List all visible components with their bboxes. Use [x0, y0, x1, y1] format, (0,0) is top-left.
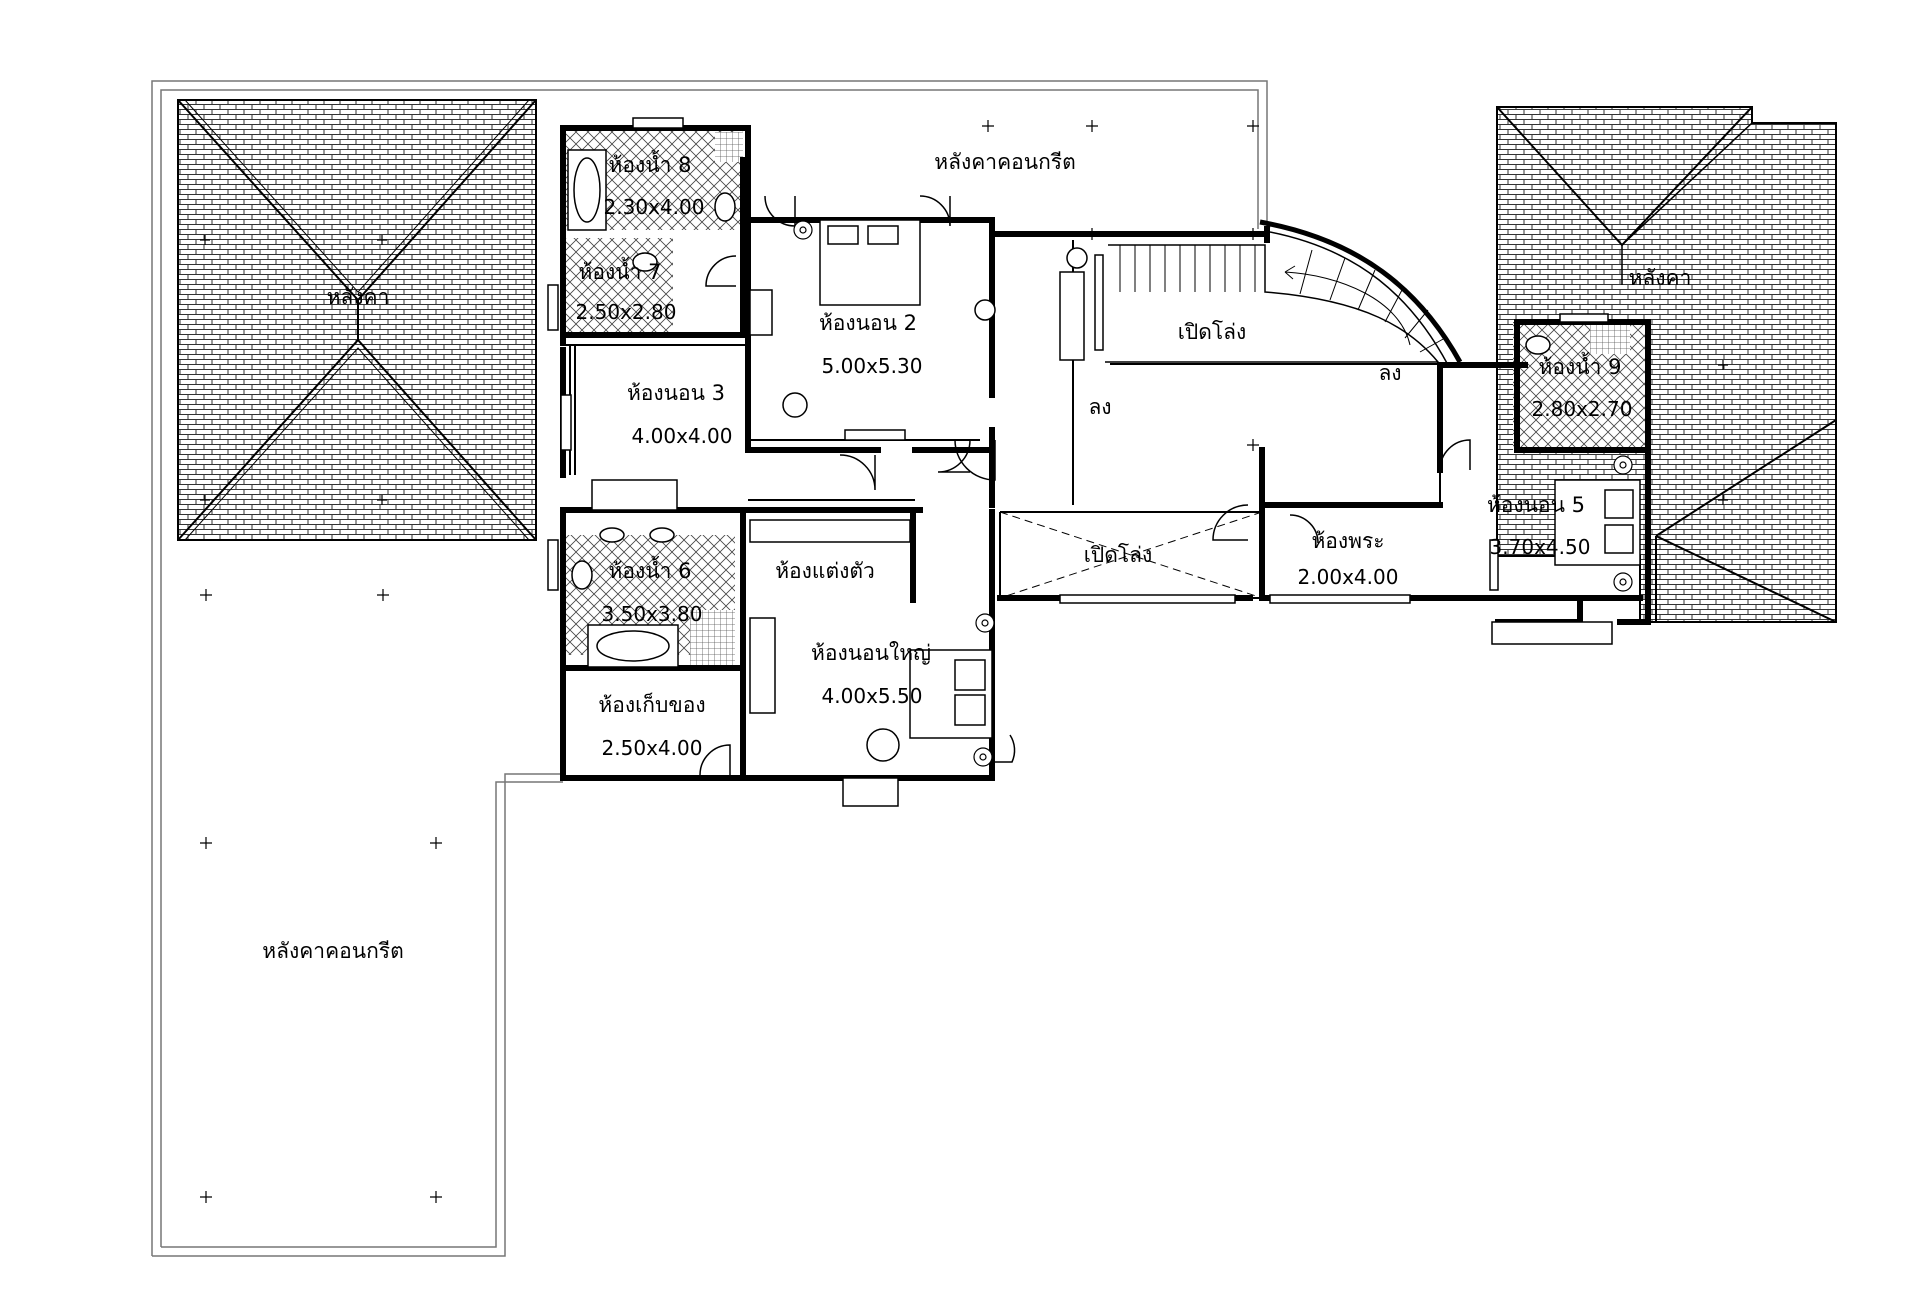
- roof-outline: [151, 80, 1268, 1257]
- shrine-name: ห้องพระ: [1311, 529, 1384, 553]
- ceiling-symbols: [793, 220, 1633, 767]
- stair-down-right-label: ลง: [1378, 361, 1401, 385]
- shrine-size: 2.00x4.00: [1298, 565, 1399, 589]
- fixtures: [567, 149, 1641, 762]
- void-labels: เปิดโล่ง เปิดโล่ง ลง ลง: [1084, 320, 1402, 567]
- bath7-size: 2.50x2.80: [576, 300, 677, 324]
- storage-name: ห้องเก็บของ: [598, 691, 705, 717]
- master-size: 4.00x5.50: [822, 684, 923, 708]
- storage-size: 2.50x4.00: [602, 736, 703, 760]
- left-roof-label: หลังคา: [327, 285, 390, 309]
- bath7-name: ห้องน้ำ 7: [579, 257, 662, 284]
- bath6-name: ห้องน้ำ 6: [609, 556, 692, 583]
- curved-staircase: [1105, 219, 1463, 366]
- master-name: ห้องนอนใหญ่: [811, 641, 931, 665]
- bed5-name: ห้องนอน 5: [1487, 493, 1585, 517]
- bath9-name: ห้องน้ำ 9: [1539, 352, 1622, 379]
- left-tiled-roof: [177, 99, 537, 541]
- right-roof-label: หลังคา: [1629, 266, 1692, 290]
- top-concrete-roof-label: หลังคาคอนกรีต: [934, 150, 1075, 174]
- bath8-size: 2.30x4.00: [604, 195, 705, 219]
- room-labels: ห้องน้ำ 8 2.30x4.00 ห้องน้ำ 7 2.50x2.80 …: [576, 150, 1633, 760]
- stair-down-left-label: ลง: [1088, 395, 1111, 419]
- bed3-size: 4.00x4.00: [632, 424, 733, 448]
- left-concrete-roof-label: หลังคาคอนกรีต: [262, 939, 403, 963]
- windows: [547, 117, 1613, 807]
- bed5-size: 3.70x4.50: [1490, 535, 1591, 559]
- void-cross: [999, 511, 1263, 599]
- bed3-name: ห้องนอน 3: [627, 381, 725, 405]
- dressing-name: ห้องแต่งตัว: [775, 559, 875, 583]
- bed2-name: ห้องนอน 2: [819, 311, 917, 335]
- open-void-upper-label: เปิดโล่ง: [1178, 320, 1247, 344]
- bath9-size: 2.80x2.70: [1532, 397, 1633, 421]
- bed2-size: 5.00x5.30: [822, 354, 923, 378]
- doors: [699, 195, 1471, 776]
- bath6-size: 3.50x3.80: [602, 602, 703, 626]
- bath8-name: ห้องน้ำ 8: [609, 150, 692, 177]
- open-void-lower-label: เปิดโล่ง: [1084, 543, 1153, 567]
- roof-labels: หลังคา หลังคา หลังคาคอนกรีต หลังคาคอนกรี…: [262, 150, 1691, 963]
